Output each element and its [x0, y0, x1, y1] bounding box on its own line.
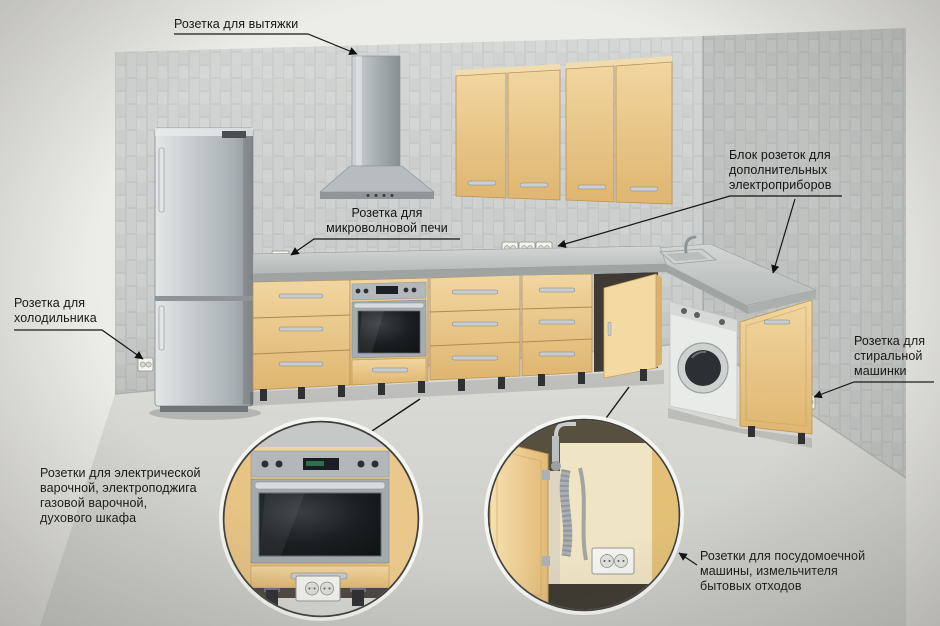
- sink: [659, 235, 718, 265]
- drawer-unit: [252, 279, 351, 391]
- countertop: [252, 235, 817, 314]
- callout-dishwasher: [484, 415, 684, 615]
- upper-cabinet-door: [615, 61, 673, 205]
- right-wall-outlet-arrow: [771, 198, 796, 274]
- fridge-outlet-label: Розетка для холодильника: [14, 296, 97, 325]
- dishwasher-outlet: [591, 547, 635, 575]
- fridge-vent-grille: [222, 131, 246, 138]
- flex-hose: [559, 467, 588, 561]
- callout-oven: [219, 417, 423, 621]
- corner-cabinet-open-door: [594, 272, 662, 379]
- fridge-outlet: [137, 357, 154, 372]
- fridge-arrow: [14, 329, 144, 360]
- cabinet-feet: [260, 369, 647, 401]
- outlet-block-label: Блок розеток для дополнительных электроп…: [729, 148, 832, 192]
- cooktop-outlets-label: Розетки для электрической варочной, элек…: [40, 466, 201, 525]
- washer-arrow: [813, 381, 934, 399]
- microwave-outlet-label: Розетка для микроволновой печи: [326, 206, 448, 235]
- fridge: [149, 127, 261, 420]
- dishwasher-outlets-label: Розетки для посудомоечной машины, измель…: [700, 549, 866, 593]
- upper-cabinet-door: [455, 72, 507, 199]
- oven-zoomed: [250, 450, 390, 589]
- base-cabinets: [250, 272, 664, 406]
- fridge-handle: [158, 147, 165, 213]
- hood-arrow: [174, 33, 358, 55]
- drawer-unit: [429, 274, 521, 381]
- upper-cabinet-door: [507, 69, 561, 201]
- faucet: [684, 235, 697, 254]
- hood-outlet-label: Розетка для вытяжки: [174, 17, 299, 31]
- washer-outlet-label: Розетка для стиральной машинки: [854, 334, 926, 378]
- upper-cabinets: [455, 56, 673, 205]
- drawer-unit: [521, 273, 593, 377]
- dishwasher-arrow: [678, 552, 698, 566]
- range-hood: [319, 55, 435, 199]
- washing-machine: [668, 301, 812, 448]
- right-cabinet: [739, 299, 813, 444]
- outlet-block-arrow: [557, 195, 842, 248]
- microwave-arrow: [290, 238, 460, 256]
- upper-cabinet-door: [565, 65, 615, 203]
- oven-outlet: [295, 575, 341, 602]
- water-connection: [551, 422, 576, 471]
- oven: [349, 277, 429, 386]
- fridge-handle: [158, 305, 165, 351]
